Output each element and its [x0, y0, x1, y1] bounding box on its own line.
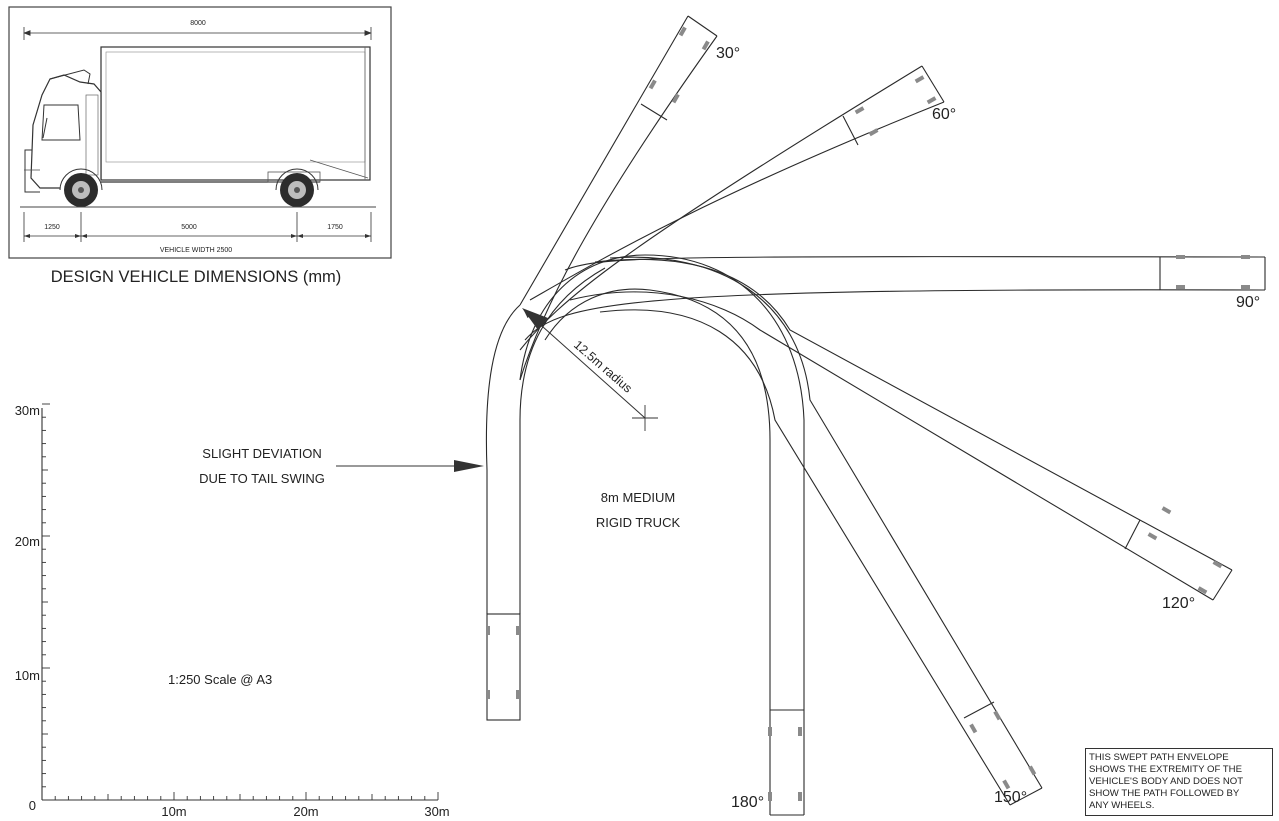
angle-label-150: 150° [994, 789, 1027, 806]
scale-v20-label: 20m [15, 534, 40, 549]
note-line-5: ANY WHEELS. [1089, 800, 1155, 811]
swept-paths [485, 15, 1266, 816]
vehicle-start-position [486, 613, 521, 721]
note-line-4: SHOW THE PATH FOLLOWED BY [1089, 788, 1240, 799]
path-120 [569, 258, 1233, 601]
angle-label-30: 30° [716, 45, 740, 62]
swept-path-note: THIS SWEPT PATH ENVELOPE SHOWS THE EXTRE… [1085, 748, 1273, 816]
overall-length-label: 8000 [190, 20, 206, 27]
path-30 [519, 15, 718, 381]
note-line-2: SHOWS THE EXTREMITY OF THE [1089, 764, 1242, 775]
scale-h20-label: 20m [293, 804, 318, 819]
radius-label: 12.5m radius [571, 338, 635, 396]
angle-label-180: 180° [731, 794, 764, 811]
rear-overhang-label: 1750 [327, 224, 343, 231]
outer-envelope [485, 304, 521, 471]
path-150 [599, 256, 1043, 806]
deviation-label-line2: DUE TO TAIL SWING [199, 471, 325, 486]
angle-label-90: 90° [1236, 294, 1260, 311]
path-90 [524, 255, 1266, 341]
scale-v10-label: 10m [15, 668, 40, 683]
scale-v30-label: 30m [15, 403, 40, 418]
truck-side-elevation [20, 46, 376, 208]
scale-h30-label: 30m [424, 804, 449, 819]
vehicle-dimensions-caption: DESIGN VEHICLE DIMENSIONS (mm) [51, 268, 342, 286]
vehicle-dimensions-panel: 8000 [8, 6, 392, 259]
radius-arrow [523, 309, 646, 419]
angle-label-60: 60° [932, 106, 956, 123]
vehicle-width-label: VEHICLE WIDTH 2500 [160, 247, 232, 254]
scale-ratio-label: 1:250 Scale @ A3 [168, 672, 272, 687]
scale-origin-label: 0 [29, 798, 36, 813]
path-60 [519, 65, 945, 351]
note-line-1: THIS SWEPT PATH ENVELOPE [1089, 752, 1229, 763]
front-overhang-label: 1250 [44, 224, 60, 231]
vehicle-type-line2: RIGID TRUCK [596, 515, 681, 530]
cargo-box [100, 46, 371, 181]
path-180 [519, 254, 805, 816]
vehicle-type-line1: 8m MEDIUM [601, 490, 675, 505]
vehicle-panel-frame [8, 6, 392, 259]
scale-h10-label: 10m [161, 804, 186, 819]
angle-label-120: 120° [1162, 595, 1195, 612]
deviation-label-line1: SLIGHT DEVIATION [202, 446, 321, 461]
note-line-3: VEHICLE'S BODY AND DOES NOT [1089, 776, 1244, 787]
scale-bar: 0 10m 20m 30m 10m 20m 30m [15, 403, 450, 819]
cab-window [41, 104, 81, 141]
wheelbase-label: 5000 [181, 224, 197, 231]
scale-bar-ticks [42, 403, 439, 800]
